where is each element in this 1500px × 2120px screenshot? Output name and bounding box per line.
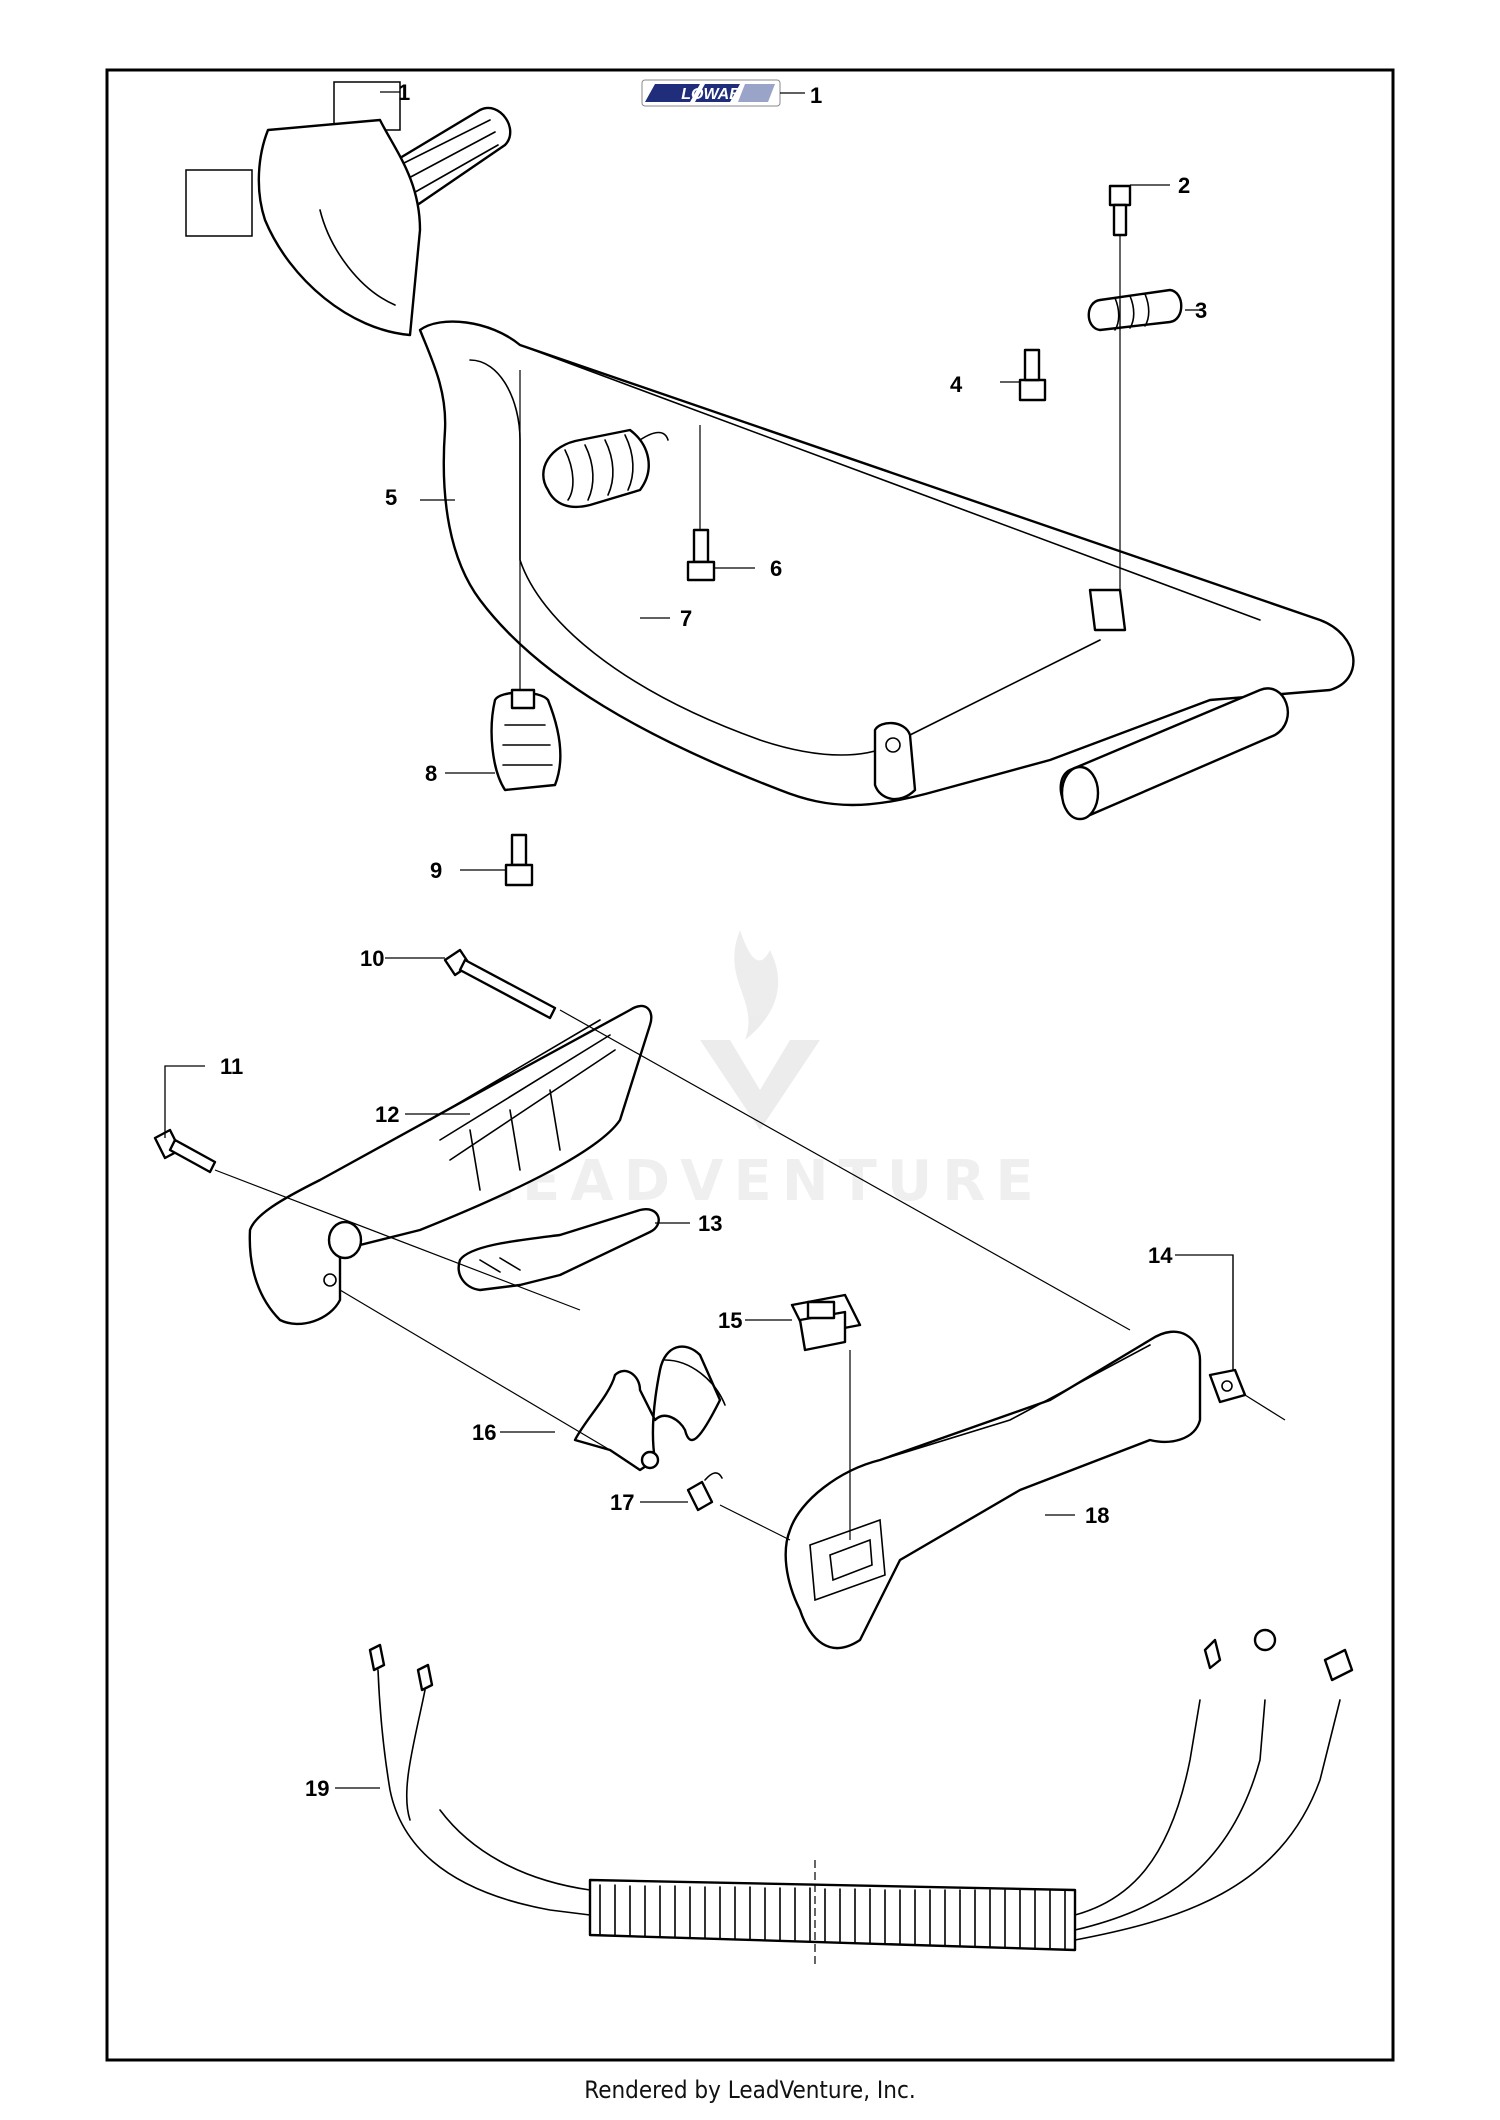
- callout-2: 2: [1178, 173, 1190, 198]
- callout-1-brand: 1: [810, 83, 822, 108]
- callout-6: 6: [770, 556, 782, 581]
- bolt-10: [443, 948, 557, 1020]
- callout-12: 12: [375, 1102, 399, 1127]
- callout-19: 19: [305, 1776, 329, 1801]
- callout-7: 7: [680, 606, 692, 631]
- bolt-9: [504, 833, 534, 887]
- footer-credit: Rendered by LeadVenture, Inc.: [584, 2076, 916, 2104]
- callout-10: 10: [360, 946, 384, 971]
- callout-16: 16: [472, 1420, 496, 1445]
- lower-spring: [490, 688, 562, 792]
- wire-harness-19: [368, 1628, 1354, 1965]
- callout-18: 18: [1085, 1503, 1109, 1528]
- brand-label: LOWAB: [681, 86, 741, 103]
- watermark: [700, 930, 820, 1130]
- bolt-6: [686, 528, 716, 582]
- callout-4: 4: [950, 372, 963, 397]
- callout-9: 9: [430, 858, 442, 883]
- callout-14: 14: [1148, 1243, 1173, 1268]
- callout-8: 8: [425, 761, 437, 786]
- switch-15: [790, 1293, 862, 1352]
- callout-11: 11: [220, 1054, 243, 1079]
- throttle-lever-13: [457, 1208, 660, 1292]
- callout-1-sticker: 1: [398, 80, 410, 105]
- callout-15: 15: [718, 1308, 742, 1333]
- callout-3: 3: [1195, 298, 1207, 323]
- handle-half-18: [784, 1330, 1202, 1650]
- callout-17: 17: [610, 1490, 634, 1515]
- brand-sticker: LOWAB: [641, 79, 781, 107]
- upper-spring: [542, 428, 669, 509]
- diagram-frame: [105, 68, 1395, 2062]
- top-mount-assembly: [1018, 184, 1183, 402]
- callout-5: 5: [385, 485, 397, 510]
- spring-17: [686, 1472, 723, 1512]
- trigger-16: [573, 1345, 726, 1472]
- callout-13: 13: [698, 1211, 722, 1236]
- sticker-label-lower: [185, 169, 253, 237]
- handlebar-assembly: [257, 106, 1355, 821]
- handle-half-12: [248, 1004, 653, 1326]
